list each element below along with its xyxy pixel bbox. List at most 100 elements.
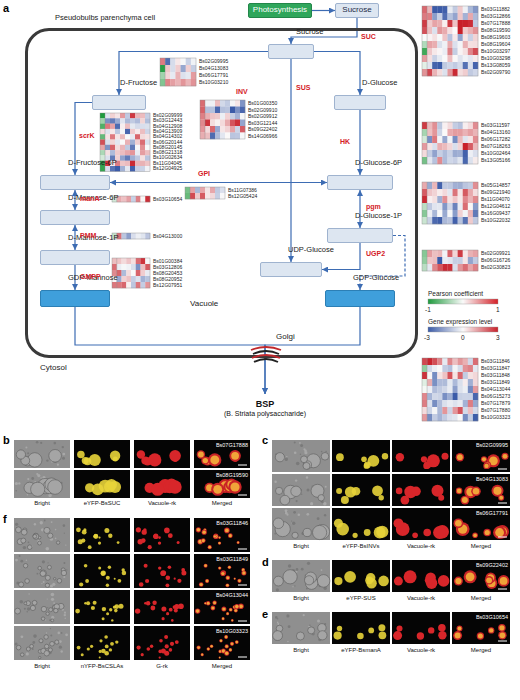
heatmap-cell [422,400,427,407]
gene-id: Bs08G19603 [481,34,510,41]
heatmap-cell [427,34,432,41]
texture-dot [57,464,59,466]
gene-id: Bs08G20952 [153,276,182,282]
merged-red [228,533,233,538]
heatmap-cell [468,34,473,41]
yfp-signal [81,539,85,543]
heatmap-cell [130,161,135,167]
rk-signal [164,528,170,534]
cell-outline-bright [30,605,35,610]
enzyme-label: SUC [361,33,376,41]
heatmap-cell [136,196,141,202]
heatmap-cell [120,161,125,167]
gene-id: Bs03G11847 [481,365,510,372]
cell-outline-bright [273,631,283,641]
merged-overlap [226,576,229,579]
heatmap-cell [453,217,458,224]
texture-dot [26,611,28,613]
cell-outline-bright [45,644,49,648]
micrograph [134,440,190,468]
heatmap-cell [458,136,463,143]
merged-overlap [239,604,243,608]
heatmap-cell [437,264,442,271]
merged-red [218,541,221,544]
texture-dot [286,614,289,617]
expression-colorbar [428,327,498,332]
scale-bar [238,585,247,586]
gene-id: Bs10G03323 [216,628,248,634]
heatmap-cell [432,34,437,41]
texture-dot [28,593,29,594]
heatmap-cell [422,203,427,210]
heatmap-cell [453,414,458,421]
heatmap-cell [120,150,125,156]
heatmap-cell [427,55,432,62]
heatmap-cell [135,150,140,156]
cell-outline-bright [296,632,304,640]
gene-id: Bs07G17888 [481,20,510,27]
heatmap-cell [437,62,442,69]
heatmap-cell [432,136,437,143]
heatmap-cell [141,196,146,202]
heatmap-cell [145,129,150,135]
rk-signal [145,579,149,583]
heatmap-divider [427,6,428,76]
heatmap-cell [463,41,468,48]
merged-overlap [210,645,212,647]
merged-overlap [489,628,493,632]
yfp-signal [87,647,90,650]
heatmap-cell [442,365,447,372]
merged-red [224,635,228,639]
heatmap-cell [145,161,150,167]
heatmap-cell [160,65,165,72]
channel-label: Merged [212,500,232,507]
rk-signal [170,642,174,646]
heatmap-cell [432,217,437,224]
rk-signal [169,450,181,462]
heatmap-cell [432,210,437,217]
heatmap-cell [468,203,473,210]
cell-outline-bright [275,453,284,462]
heatmap-cell [447,414,452,421]
heatmap-cell [117,282,122,288]
heatmap-cell [125,124,130,130]
merged-overlap [218,542,220,544]
gene-id: Bs12G07951 [153,282,182,288]
cell-outline-bright [318,631,327,640]
heatmap-cell [432,27,437,34]
yfp-signal [110,642,114,646]
pathway-arrow [314,52,360,96]
rk-signal [158,536,161,539]
heatmap-cell [422,264,427,271]
heatmap-cell [458,393,463,400]
node-title: D-Fructose [120,79,157,87]
cell-outline-bright [40,570,46,576]
texture-dot [25,447,27,449]
heatmap-cell [453,203,458,210]
node-title: D-Glucose-1P [355,212,402,220]
texture-dot [285,509,288,512]
heatmap-cell [125,134,130,140]
heatmap-cell [447,20,452,27]
heatmap-cell [422,129,427,136]
cell-outline-bright [30,644,34,648]
heatmap-cell [468,143,473,150]
panel-letter: e [262,608,268,620]
rk-signal [137,450,145,458]
node-title: Sucrose [296,28,324,36]
texture-dot [63,524,66,527]
cell-outline-bright [27,545,32,550]
heatmap-cell [115,140,120,146]
scale-bar [498,503,507,504]
merged-red [222,617,225,620]
heatmap-cell [437,136,442,143]
legend-tick: -1 [425,306,431,313]
heatmap-cell [473,34,478,41]
texture-dot [296,500,298,502]
gene-id: Bs10G03210 [199,79,228,86]
heatmap-cell [175,58,180,65]
heatmap-cell [437,372,442,379]
heatmap-cell [473,122,478,129]
rk-signal [139,582,144,587]
heatmap-cell [442,136,447,143]
